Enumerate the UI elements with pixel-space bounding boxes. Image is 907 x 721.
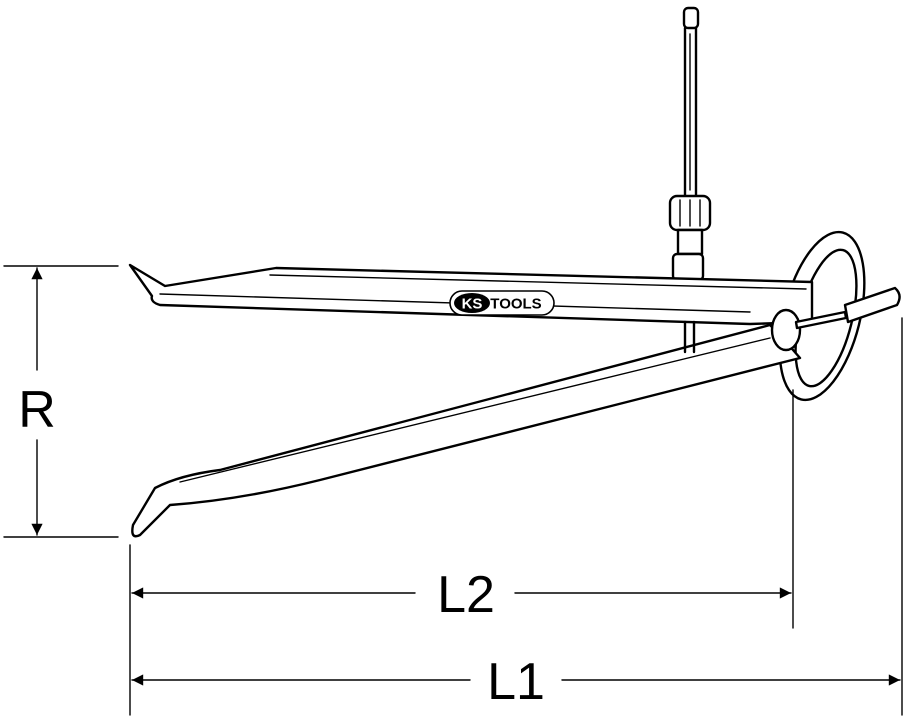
pivot-knob bbox=[770, 308, 848, 352]
brand-logo: KS TOOLS bbox=[449, 290, 555, 316]
guide-pin bbox=[683, 320, 696, 354]
dimension-annotations: R L2 L1 bbox=[3, 265, 903, 716]
logo-word-text: TOOLS bbox=[490, 296, 541, 313]
radius-label: R bbox=[18, 381, 56, 439]
lower-leg bbox=[131, 323, 802, 538]
adjustment-nut bbox=[668, 194, 712, 282]
adjustment-rod bbox=[682, 6, 700, 202]
l1-label: L1 bbox=[487, 653, 545, 711]
logo-mark-text: KS bbox=[462, 296, 483, 313]
tool-illustration: KS TOOLS bbox=[128, 6, 901, 538]
l2-label: L2 bbox=[437, 566, 495, 624]
